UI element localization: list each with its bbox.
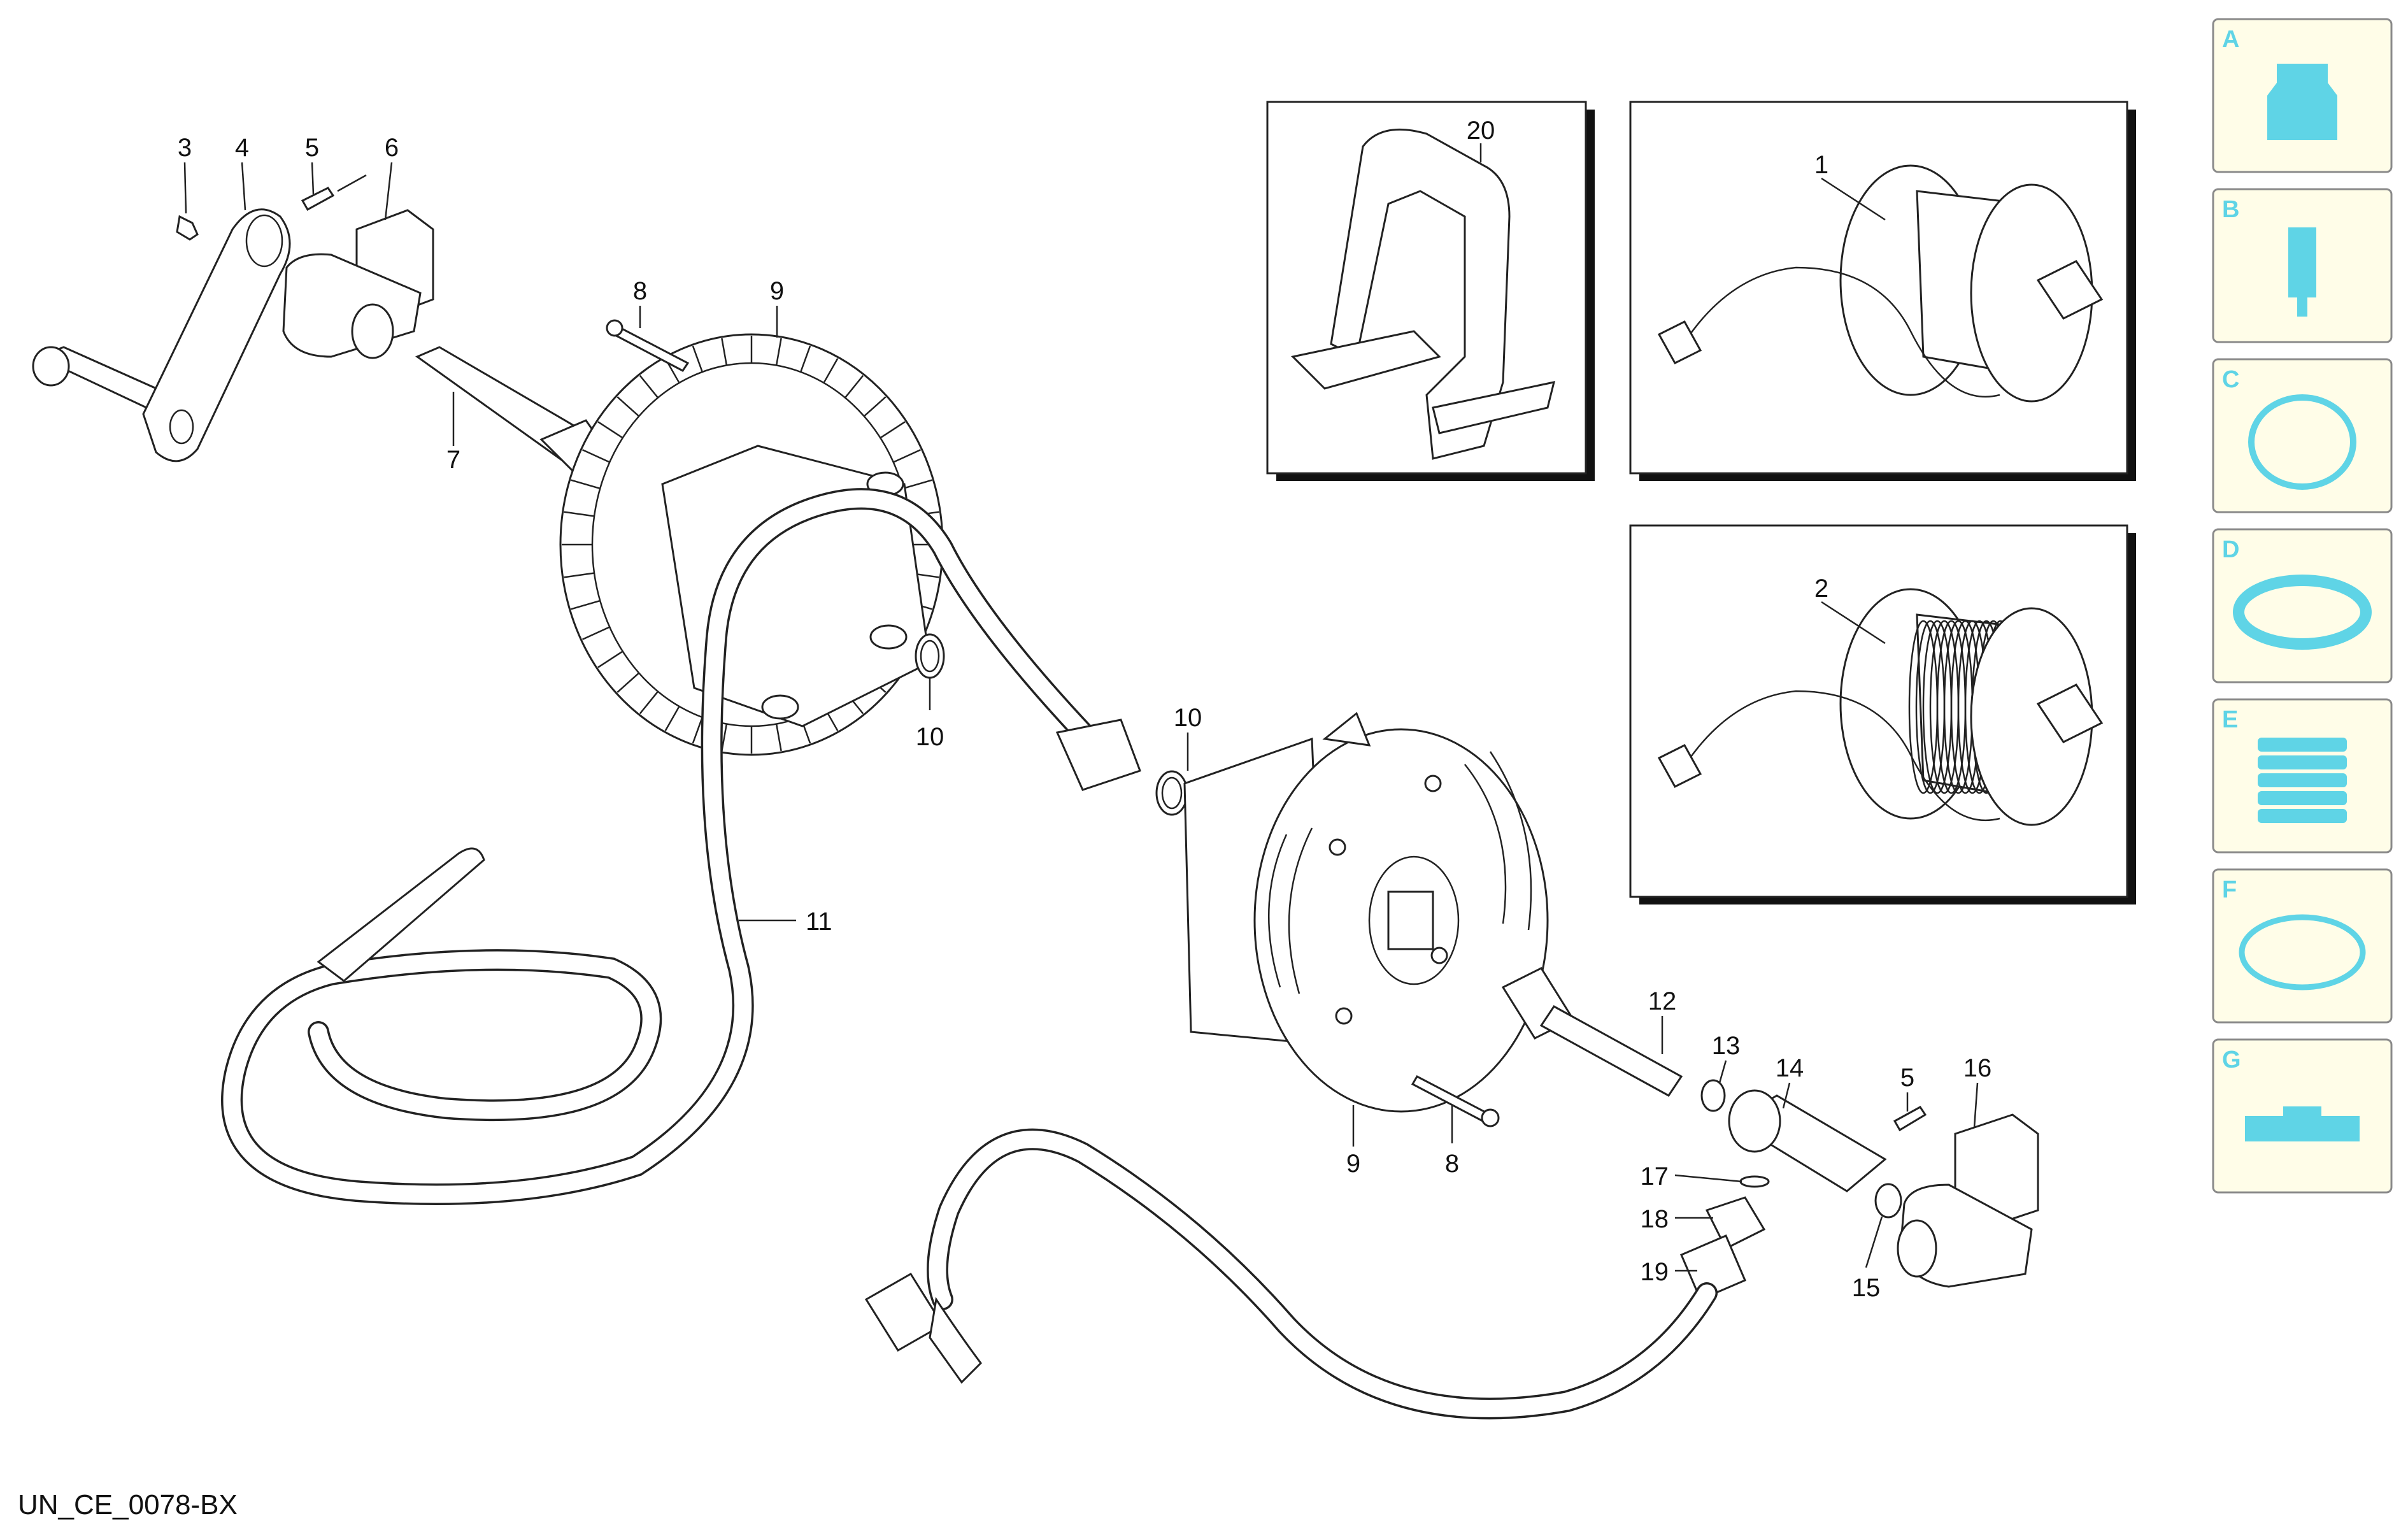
- legend-letter: E: [2222, 706, 2238, 733]
- legend-tile-c: C: [2212, 358, 2393, 513]
- callout-5: 5: [305, 134, 319, 162]
- hose-bottom: [864, 1128, 1718, 1420]
- nipple-18: [1705, 1196, 1766, 1250]
- callout-17: 17: [1641, 1162, 1669, 1190]
- legend-tile-b: B: [2212, 188, 2393, 343]
- callout-4: 4: [235, 134, 249, 162]
- ring-13: [1700, 1079, 1726, 1112]
- seal-icon: [2233, 575, 2372, 650]
- flat-block-icon: [2245, 1106, 2360, 1141]
- callout-13: 13: [1712, 1032, 1741, 1060]
- legend-letter: A: [2222, 26, 2239, 53]
- ribbed-sleeve-icon: [2258, 738, 2347, 823]
- callout-2: 2: [1814, 575, 1828, 603]
- callout-18: 18: [1641, 1205, 1669, 1233]
- callout-3: 3: [178, 134, 192, 162]
- swivel-fitting: [1501, 967, 1683, 1097]
- callout-12: 12: [1648, 987, 1677, 1015]
- anchor-screw-top: [606, 319, 690, 372]
- o-ring-right: [1155, 770, 1188, 816]
- hose-left: [221, 488, 1141, 1205]
- ring-15: [1874, 1183, 1902, 1219]
- callout-10: 10: [1174, 704, 1202, 732]
- legend-tile-f: F: [2212, 868, 2393, 1024]
- o-ring-icon: [2239, 914, 2366, 990]
- callout-8: 8: [633, 277, 647, 305]
- callout-19: 19: [1641, 1258, 1669, 1286]
- callout-6: 6: [385, 134, 399, 162]
- callout-5: 5: [1900, 1064, 1914, 1092]
- legend-letter: D: [2222, 536, 2239, 563]
- bracket-16: [1897, 1113, 2039, 1288]
- legend-letter: F: [2222, 876, 2237, 903]
- callout-16: 16: [1963, 1054, 1992, 1082]
- callout-8: 8: [1445, 1150, 1459, 1178]
- screw-5-right: [1893, 1106, 1927, 1132]
- nut-19: [1680, 1234, 1746, 1301]
- callout-20: 20: [1467, 117, 1495, 145]
- callout-15: 15: [1852, 1274, 1881, 1302]
- flat-ring-icon: [2248, 394, 2356, 490]
- o-ring-left: [915, 633, 945, 679]
- pin-icon: [2288, 227, 2316, 317]
- callout-9: 9: [770, 277, 784, 305]
- legend-tile-e: E: [2212, 698, 2393, 854]
- legend-tile-d: D: [2212, 528, 2393, 683]
- callout-7: 7: [446, 446, 460, 474]
- legend-letter: C: [2222, 366, 2239, 393]
- legend-tile-a: A: [2212, 18, 2393, 173]
- housing-14: [1728, 1089, 1887, 1192]
- callout-11: 11: [806, 908, 832, 936]
- diagram-id: UN_CE_0078-BX: [18, 1489, 238, 1520]
- inset-reel-2: [1629, 524, 2136, 904]
- callout-labels: 3 4 5 6 7 8 9 10 10 11 9 8 12 13 14 5 16…: [178, 117, 1991, 1302]
- quick-coupling-icon: [2267, 64, 2337, 140]
- washer-17: [1739, 1175, 1770, 1188]
- legend-letter: G: [2222, 1047, 2241, 1073]
- callout-9: 9: [1346, 1150, 1360, 1178]
- inset-handle-20: [1266, 101, 1595, 481]
- inset-reel-1: [1629, 101, 2136, 481]
- legend-tile-g: G: [2212, 1038, 2393, 1194]
- reel-flange-right: [1183, 711, 1549, 1113]
- legend-panel: A B C D E F G: [2212, 18, 2393, 1194]
- anchor-screw-bottom: [1411, 1075, 1500, 1127]
- callout-10: 10: [916, 723, 944, 751]
- reel-flange-left: [559, 333, 944, 756]
- legend-letter: B: [2222, 196, 2239, 223]
- leader-lines: [183, 143, 1979, 1272]
- callout-14: 14: [1776, 1054, 1804, 1082]
- crank-handle-assembly: [32, 174, 609, 480]
- callout-1: 1: [1814, 151, 1828, 179]
